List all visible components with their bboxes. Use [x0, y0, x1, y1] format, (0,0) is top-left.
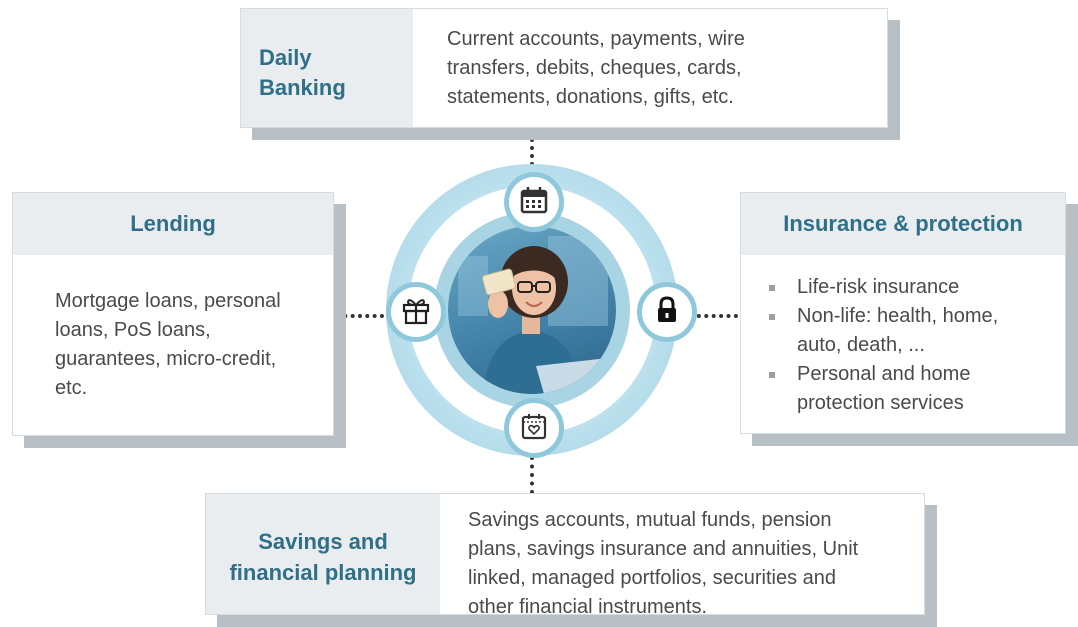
connector-bottom: [530, 456, 534, 494]
daily-banking-description: Current accounts, payments, wire transfe…: [413, 9, 745, 127]
gift-badge: [386, 282, 446, 342]
lending-line: loans, PoS loans,: [55, 319, 211, 341]
savings-title-line1: Savings and: [258, 529, 388, 554]
connector-right: [682, 314, 738, 318]
gift-icon: [400, 294, 432, 331]
savings-line: plans, savings insurance and annuities, …: [468, 538, 859, 560]
lending-line: Mortgage loans, personal: [55, 290, 281, 312]
insurance-item-line: Non-life: health, home,: [797, 305, 999, 327]
lending-line: etc.: [55, 377, 88, 399]
connector-left: [336, 314, 384, 318]
heart-calendar-icon: [519, 411, 549, 446]
savings-description: Savings accounts, mutual funds, pension …: [440, 494, 859, 618]
daily-banking-card: Daily Banking Current accounts, payments…: [240, 8, 888, 128]
insurance-list: Life-risk insurance Non-life: health, ho…: [741, 255, 1065, 418]
insurance-title: Insurance & protection: [741, 193, 1065, 255]
daily-banking-line: Current accounts, payments, wire: [447, 28, 745, 50]
insurance-item-line: Life-risk insurance: [797, 276, 960, 298]
lending-card: Lending Mortgage loans, personal loans, …: [12, 192, 334, 436]
calendar-icon: [519, 185, 549, 220]
insurance-list-item: Non-life: health, home, auto, death, ...: [767, 302, 1065, 360]
lending-title: Lending: [13, 193, 333, 255]
daily-banking-line: transfers, debits, cheques, cards,: [447, 57, 742, 79]
calendar-badge: [504, 172, 564, 232]
insurance-item-line: protection services: [797, 392, 964, 414]
lock-icon: [653, 295, 681, 330]
daily-banking-line: statements, donations, gifts, etc.: [447, 86, 734, 108]
daily-banking-title-line1: Daily: [259, 45, 312, 70]
heart-calendar-badge: [504, 398, 564, 458]
savings-line: other financial instruments.: [468, 596, 708, 618]
insurance-item-line: auto, death, ...: [797, 334, 925, 356]
lock-badge: [637, 282, 697, 342]
savings-card: Savings and financial planning Savings a…: [205, 493, 925, 618]
connector-top: [530, 130, 534, 166]
savings-title-line2: financial planning: [229, 560, 417, 585]
savings-line: Savings accounts, mutual funds, pension: [468, 509, 832, 531]
insurance-card: Insurance & protection Life-risk insuran…: [740, 192, 1066, 434]
daily-banking-title: Daily Banking: [241, 9, 413, 127]
insurance-item-line: Personal and home: [797, 363, 971, 385]
insurance-list-item: Life-risk insurance: [767, 273, 1065, 302]
lending-description: Mortgage loans, personal loans, PoS loan…: [13, 255, 333, 403]
insurance-list-item: Personal and home protection services: [767, 360, 1065, 418]
daily-banking-title-line2: Banking: [259, 75, 346, 100]
savings-line: linked, managed portfolios, securities a…: [468, 567, 836, 589]
lending-line: guarantees, micro-credit,: [55, 348, 277, 370]
savings-title: Savings and financial planning: [206, 494, 440, 614]
woman-with-card-photo: [448, 226, 616, 394]
